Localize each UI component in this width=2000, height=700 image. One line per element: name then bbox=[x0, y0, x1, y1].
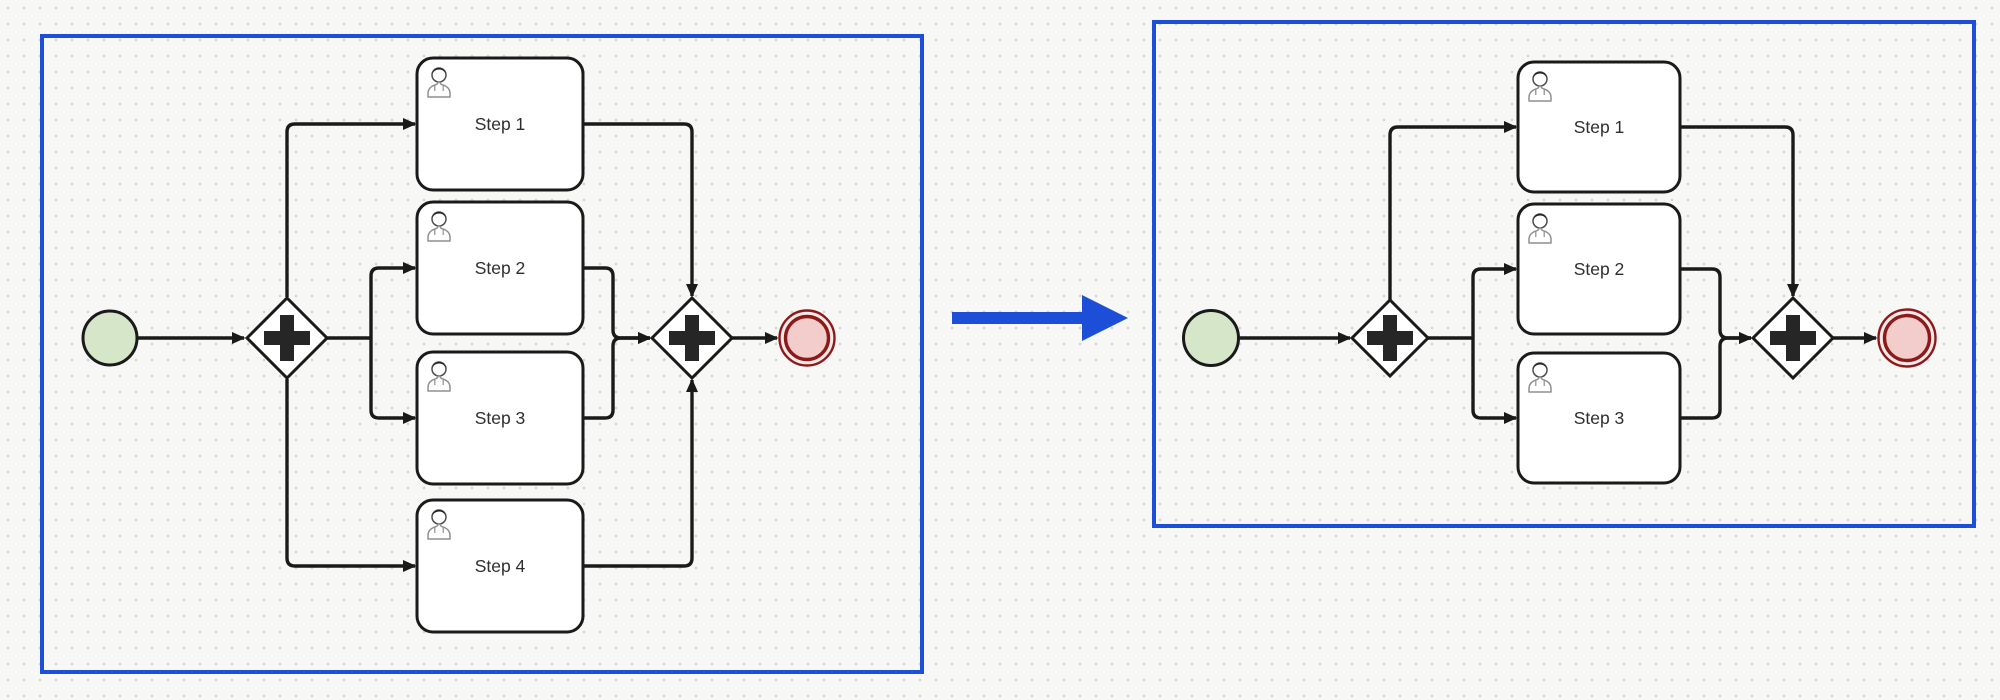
sequence-flow bbox=[1471, 338, 1518, 424]
arrow-right-icon bbox=[952, 295, 1128, 341]
task-label: Step 1 bbox=[1574, 117, 1625, 137]
task-label: Step 3 bbox=[1574, 408, 1625, 428]
task-step-2: Step 2 bbox=[1516, 202, 1682, 336]
parallel-gateway-join bbox=[649, 295, 735, 381]
task-step-1: Step 1 bbox=[1516, 60, 1682, 194]
sequence-flow bbox=[583, 122, 698, 298]
task-step-3: Step 3 bbox=[1516, 351, 1682, 485]
task-label: Step 2 bbox=[475, 258, 526, 278]
sequence-flow bbox=[583, 378, 698, 568]
sequence-flow bbox=[583, 266, 652, 344]
end-event bbox=[1877, 308, 1937, 368]
after-process-group: Step 1 Step 2 Step 3 bbox=[1152, 20, 1976, 528]
parallel-gateway-split bbox=[1349, 297, 1431, 379]
start-event bbox=[81, 309, 139, 367]
task-step-3: Step 3 bbox=[415, 350, 585, 486]
task-label: Step 1 bbox=[475, 114, 526, 134]
task-step-1: Step 1 bbox=[415, 56, 585, 192]
sequence-flow bbox=[369, 338, 417, 424]
start-event bbox=[1182, 309, 1240, 367]
sequence-flow bbox=[1680, 267, 1753, 344]
task-step-2: Step 2 bbox=[415, 200, 585, 336]
sequence-flow bbox=[285, 118, 417, 297]
task-step-4: Step 4 bbox=[415, 498, 585, 634]
before-frame bbox=[40, 34, 924, 674]
task-label: Step 3 bbox=[475, 408, 526, 428]
before-process-group: Step 1 Step 2 Step 3 Step 4 bbox=[40, 34, 924, 674]
task-label: Step 2 bbox=[1574, 259, 1625, 279]
after-frame bbox=[1152, 20, 1976, 528]
sequence-flow bbox=[369, 262, 417, 338]
sequence-flow bbox=[1680, 332, 1753, 420]
end-event bbox=[778, 309, 836, 367]
sequence-flow bbox=[583, 332, 652, 420]
parallel-gateway-split bbox=[244, 295, 330, 381]
task-label: Step 4 bbox=[475, 556, 526, 576]
sequence-flow bbox=[1388, 121, 1518, 300]
sequence-flow bbox=[285, 379, 417, 572]
sequence-flow bbox=[1680, 125, 1799, 298]
parallel-gateway-join bbox=[1750, 295, 1836, 381]
sequence-flow bbox=[1471, 263, 1518, 338]
